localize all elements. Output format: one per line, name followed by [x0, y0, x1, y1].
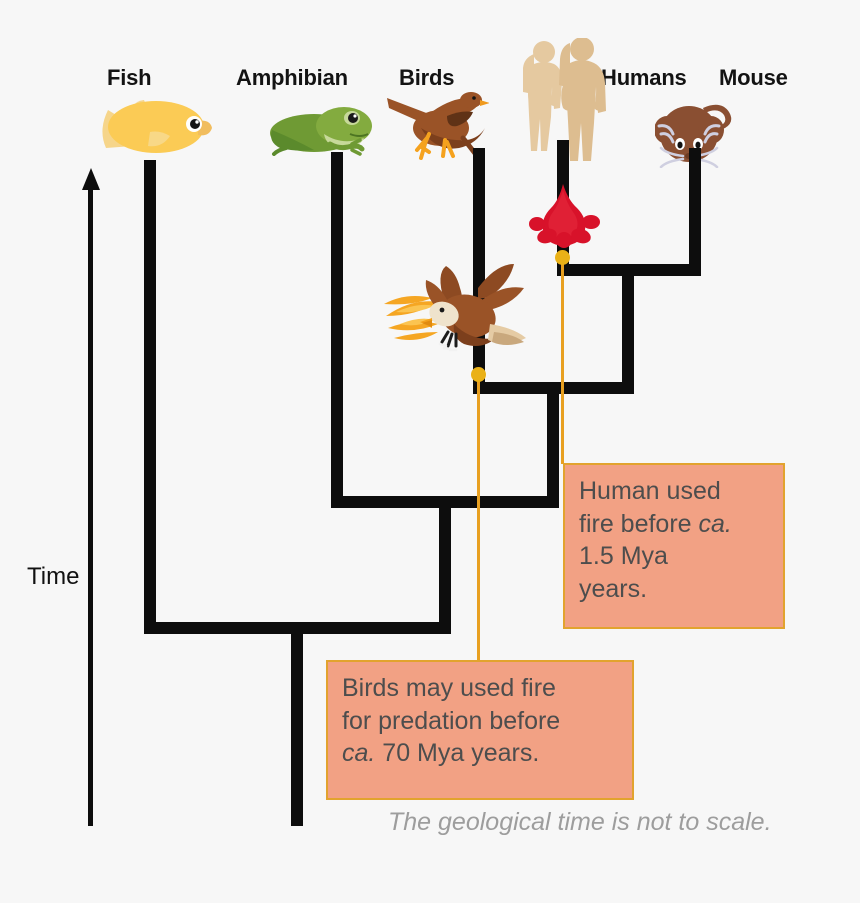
taxon-label-birds: Birds: [399, 65, 455, 90]
annotation-human-line3: 1.5 Mya: [579, 542, 668, 570]
time-axis-arrowhead: [82, 168, 100, 190]
time-axis-label: Time: [27, 563, 80, 590]
taxon-label-amphibian: Amphibian: [236, 65, 348, 90]
time-axis-line: [88, 186, 93, 826]
flame-icon: [527, 182, 601, 250]
node-dot-human-fire: [555, 250, 570, 265]
annotation-human-line1: Human used: [579, 477, 721, 505]
annotation-human-fire: Human used fire before ca. 1.5 Mya years…: [563, 463, 785, 629]
annotation-bird-line3-rest: 70 Mya years.: [375, 739, 540, 767]
connector-bird-fire: [477, 370, 480, 662]
branch-tip-amphibian: [331, 152, 343, 508]
annotation-bird-line1: Birds may used fire: [342, 674, 556, 702]
taxon-label-mouse: Mouse: [719, 65, 788, 90]
taxon-label-humans: Humans: [601, 65, 687, 90]
branch-tip-fish: [144, 160, 156, 634]
branch-tip-mouse: [689, 148, 701, 276]
annotation-bird-line2: for predation before: [342, 706, 561, 735]
annotation-human-line2-italic: ca.: [698, 509, 732, 538]
annotation-bird-line3-italic: ca.: [342, 739, 376, 767]
humans-icon: [520, 38, 612, 162]
node-dot-bird-fire: [471, 367, 486, 382]
annotation-human-line2-pre: fire before: [579, 509, 699, 538]
branch-stem-amniota: [547, 382, 559, 508]
figure-footnote: The geological time is not to scale.: [388, 808, 772, 836]
branch-stem-root: [291, 622, 303, 826]
annotation-bird-fire: Birds may used fire for predation before…: [326, 660, 634, 800]
fish-icon: [90, 96, 216, 160]
taxon-label-fish: Fish: [107, 65, 152, 90]
archaeopteryx-icon: [385, 88, 489, 160]
annotation-human-line4: years.: [579, 574, 648, 603]
branch-stem-tetrapoda: [439, 496, 451, 634]
branch-stem-mammals: [622, 264, 634, 394]
frog-icon: [266, 100, 378, 156]
mouse-icon: [655, 96, 739, 168]
connector-human-fire: [561, 252, 564, 464]
eagle-with-firebrand-icon: [382, 262, 538, 372]
